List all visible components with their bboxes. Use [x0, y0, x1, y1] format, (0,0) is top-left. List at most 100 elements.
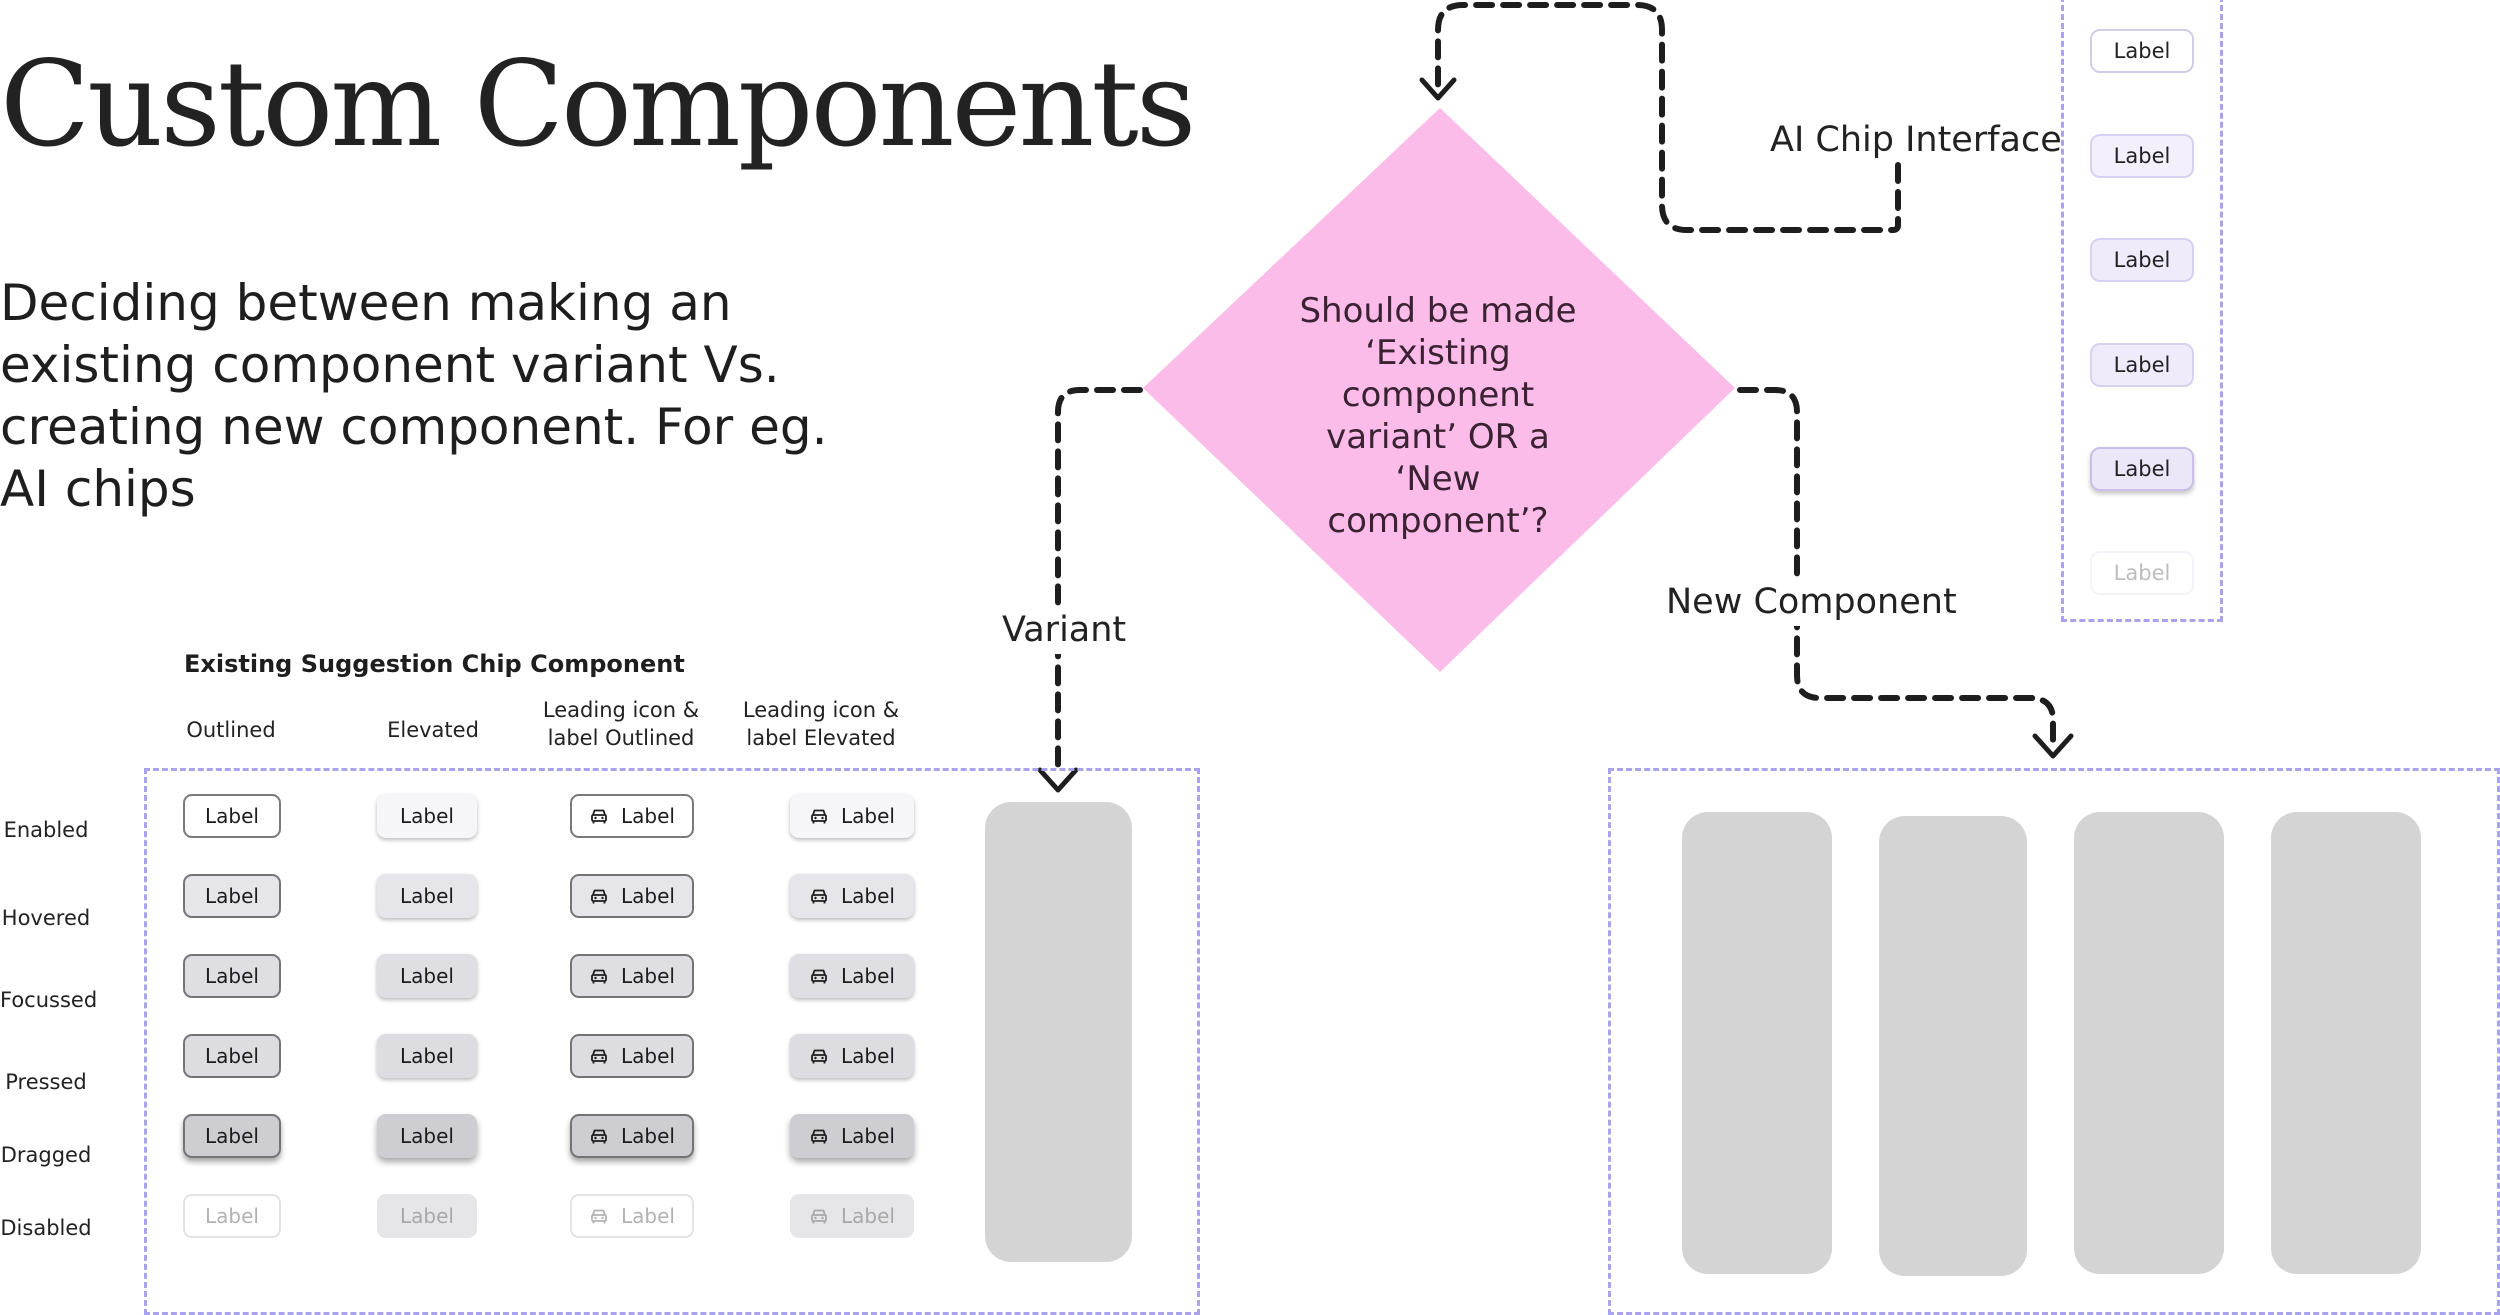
variant-placeholder: [985, 802, 1132, 1262]
suggestion-chip[interactable]: Label: [183, 1114, 281, 1158]
suggestion-chip[interactable]: Label: [790, 954, 914, 998]
chip-label: Label: [841, 884, 895, 908]
new-component-placeholder: [2074, 812, 2224, 1274]
suggestion-chip[interactable]: Label: [790, 874, 914, 918]
chip-label: Label: [841, 1044, 895, 1068]
suggestion-chip[interactable]: Label: [790, 1114, 914, 1158]
suggestion-chip: Label: [183, 1194, 281, 1238]
chip-label: Label: [400, 1204, 454, 1228]
car-icon: [589, 966, 609, 986]
car-icon: [589, 806, 609, 826]
suggestion-chip: Label: [570, 1194, 694, 1238]
new-component-placeholder: [1879, 816, 2027, 1276]
suggestion-chip: Label: [790, 1194, 914, 1238]
row-label: Enabled: [3, 818, 89, 842]
car-icon: [809, 1046, 829, 1066]
new-component-label: New Component: [1660, 578, 1963, 626]
decision-line: component: [1341, 375, 1535, 415]
suggestion-chip[interactable]: Label: [183, 954, 281, 998]
suggestion-chip: Label: [377, 1194, 477, 1238]
suggestion-chip[interactable]: Label: [570, 1114, 694, 1158]
car-icon: [589, 1126, 609, 1146]
suggestion-chip[interactable]: Label: [570, 794, 694, 838]
chip-label: Label: [841, 804, 895, 828]
suggestion-chip[interactable]: Label: [570, 954, 694, 998]
car-icon: [589, 1046, 609, 1066]
arrowhead-variant: [1037, 767, 1079, 793]
suggestion-chip[interactable]: Label: [377, 1114, 477, 1158]
suggestion-chip[interactable]: Label: [570, 1034, 694, 1078]
ai-chip[interactable]: Label: [2090, 134, 2194, 178]
ai-chip[interactable]: Label: [2090, 29, 2194, 73]
chip-label: Label: [621, 804, 675, 828]
suggestion-chip[interactable]: Label: [183, 1034, 281, 1078]
chip-label: Label: [400, 1124, 454, 1148]
row-label: Hovered: [1, 906, 91, 930]
decision-line: variant’ OR a ‘New: [1326, 417, 1550, 499]
column-header: Leading icon & label Outlined: [542, 698, 700, 750]
connector-decision-to-new: [1737, 387, 2056, 751]
chip-label: Label: [205, 964, 259, 988]
new-component-placeholder: [2271, 812, 2421, 1274]
car-icon: [809, 1126, 829, 1146]
chip-label: Label: [621, 1124, 675, 1148]
decision-diamond: [1143, 108, 1735, 672]
car-icon: [809, 806, 829, 826]
chip-label: Label: [841, 1204, 895, 1228]
ai-chip-interface-label: AI Chip Interface: [1762, 120, 2070, 160]
variant-label: Variant: [996, 606, 1133, 654]
car-icon: [589, 886, 609, 906]
ai-chip[interactable]: Label: [2090, 238, 2194, 282]
new-component-container: [1608, 768, 2500, 1315]
column-header: Leading icon & label Elevated: [742, 698, 900, 750]
row-label: Focussed: [0, 988, 98, 1012]
chip-label: Label: [621, 1204, 675, 1228]
car-icon: [809, 966, 829, 986]
car-icon: [809, 886, 829, 906]
column-header: Elevated: [387, 718, 479, 742]
connector-decision-to-variant: [1055, 387, 1143, 773]
chip-label: Label: [621, 884, 675, 908]
row-label: Pressed: [5, 1070, 87, 1094]
suggestion-chip[interactable]: Label: [183, 794, 281, 838]
suggestion-chip[interactable]: Label: [790, 794, 914, 838]
suggestion-chip[interactable]: Label: [377, 874, 477, 918]
car-icon: [809, 1206, 829, 1226]
decision-line: Should be made: [1299, 291, 1577, 331]
ai-chip[interactable]: Label: [2090, 343, 2194, 387]
ai-chip[interactable]: Label: [2090, 447, 2194, 491]
chip-label: Label: [841, 1124, 895, 1148]
existing-component-title: Existing Suggestion Chip Component: [184, 650, 685, 678]
decision-line: component’?: [1327, 501, 1549, 541]
new-component-placeholder: [1682, 812, 1832, 1274]
page-title: Custom Components: [0, 35, 1196, 173]
chip-label: Label: [400, 884, 454, 908]
row-label: Disabled: [0, 1216, 92, 1240]
suggestion-chip[interactable]: Label: [377, 794, 477, 838]
suggestion-chip[interactable]: Label: [570, 874, 694, 918]
suggestion-chip[interactable]: Label: [377, 1034, 477, 1078]
existing-chip-container: [144, 768, 1200, 1315]
arrowhead-decision: [1419, 77, 1457, 101]
chip-label: Label: [205, 804, 259, 828]
decision-question: Should be made ‘Existing component varia…: [1288, 290, 1588, 542]
suggestion-chip[interactable]: Label: [183, 874, 281, 918]
ai-chip-container: [2061, 0, 2223, 622]
chip-label: Label: [400, 964, 454, 988]
chip-label: Label: [400, 1044, 454, 1068]
chip-label: Label: [621, 1044, 675, 1068]
chip-label: Label: [400, 804, 454, 828]
suggestion-chip[interactable]: Label: [790, 1034, 914, 1078]
chip-label: Label: [205, 1124, 259, 1148]
suggestion-chip[interactable]: Label: [377, 954, 477, 998]
row-label: Dragged: [0, 1143, 92, 1167]
chip-label: Label: [621, 964, 675, 988]
chip-label: Label: [205, 1044, 259, 1068]
chip-label: Label: [841, 964, 895, 988]
ai-chip-disabled: Label: [2090, 551, 2194, 595]
arrowhead-new: [2032, 733, 2074, 759]
chip-label: Label: [205, 1204, 259, 1228]
column-header: Outlined: [186, 718, 276, 742]
chip-label: Label: [205, 884, 259, 908]
